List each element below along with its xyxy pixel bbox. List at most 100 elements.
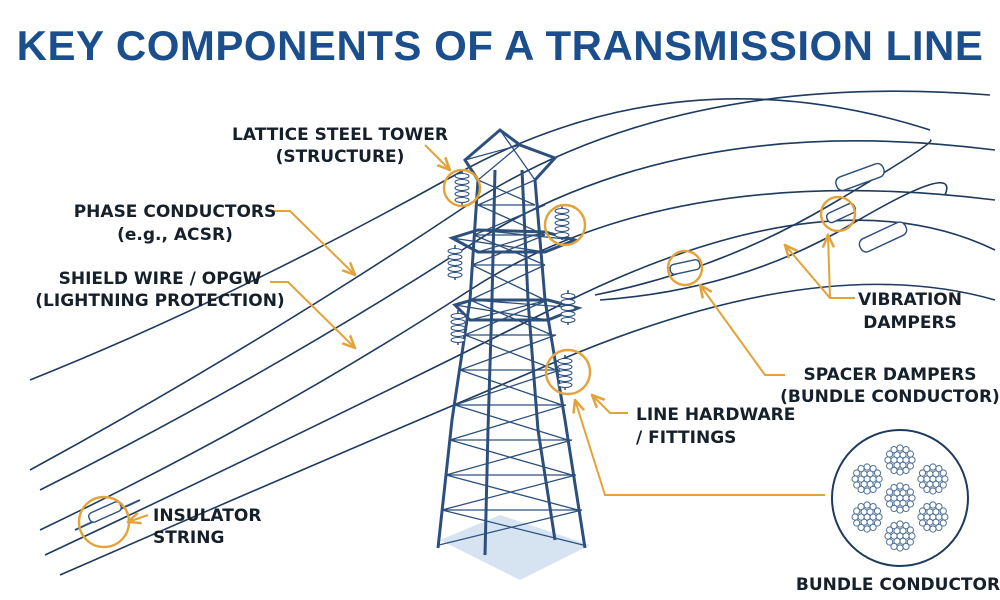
conductor-strand	[896, 482, 904, 490]
conductor-strand	[866, 470, 874, 478]
conductor-strand	[869, 465, 877, 473]
conductor-strand	[902, 446, 910, 454]
conductor-strand	[923, 523, 931, 531]
callout-circle-spacer	[666, 249, 704, 287]
conductor-strand	[893, 461, 901, 469]
conductor-strand	[906, 526, 914, 534]
leader-bundle	[575, 400, 825, 496]
leader-spacer	[700, 285, 785, 376]
conductor-strand	[884, 532, 892, 540]
conductor-strand	[851, 475, 859, 483]
insulator-top-right	[554, 205, 570, 240]
tower-leg-left	[436, 179, 480, 549]
conductor-strand	[851, 513, 859, 521]
label-hardware-1: LINE HARDWARE	[636, 405, 795, 425]
conductor-strand	[886, 500, 894, 508]
conductor-strand	[906, 462, 914, 470]
conductor-strand	[902, 522, 910, 530]
leader-hardware	[592, 395, 628, 414]
label-hardware-2: / FITTINGS	[636, 428, 736, 448]
vibration-damper-fitting	[825, 162, 908, 253]
conductor-strand	[896, 520, 904, 528]
conductor-strand	[853, 469, 861, 477]
insulator-top-left	[454, 170, 470, 205]
conductor-strand	[863, 487, 871, 495]
wire-upper-2	[39, 140, 996, 491]
conductor-strand	[886, 538, 894, 546]
conductor-strand	[908, 456, 916, 464]
wire-upper-1	[29, 90, 991, 471]
conductor-strand	[918, 469, 927, 477]
conductor-strand	[863, 501, 871, 509]
conductor-strand	[939, 481, 947, 489]
spacer-damper-fitting	[669, 259, 701, 275]
conductor-strand	[857, 465, 865, 473]
conductor-strand	[939, 519, 947, 527]
conductor-strand	[863, 525, 871, 533]
conductor-strand	[875, 475, 883, 483]
conductor-strand	[853, 481, 861, 489]
diagram-title: KEY COMPONENTS OF A TRANSMISSION LINE	[16, 22, 984, 69]
wire-bundle-b	[599, 181, 948, 301]
wire-mid-2	[44, 219, 996, 556]
leader-phase	[272, 210, 355, 275]
conductor-strand	[908, 494, 916, 502]
conductor-strand	[926, 518, 934, 526]
insulator-strings	[447, 170, 576, 390]
conductor-strand	[896, 468, 904, 476]
conductor-strand	[941, 513, 949, 521]
leader-insulator	[128, 515, 149, 522]
insulator-low-left	[450, 310, 466, 345]
tower-peak-bracing	[464, 129, 556, 181]
conductor-strand	[884, 494, 892, 502]
conductor-strand	[941, 475, 949, 483]
conductor-strand	[917, 513, 925, 521]
conductor-strand	[890, 542, 898, 550]
tower-crossarm-2-bracing	[454, 299, 579, 321]
conductor-strand	[853, 507, 861, 515]
conductor-strand	[860, 480, 868, 488]
conductor-strand	[902, 542, 910, 550]
conductor-strand	[935, 523, 943, 531]
conductor-strand	[935, 485, 943, 493]
label-phase-2: (e.g., ACSR)	[117, 225, 233, 245]
conductor-strand	[875, 513, 883, 521]
conductor-strand	[890, 466, 898, 474]
tower-ground-shadow	[440, 515, 590, 580]
conductor-strand	[929, 525, 937, 533]
tower-crossarm-1-bracing	[451, 229, 576, 253]
conductor-strand	[929, 463, 937, 471]
conductor-strand	[906, 450, 914, 458]
conductor-strand	[857, 523, 865, 531]
insulator-string-inline	[74, 499, 141, 531]
conductor-strand	[896, 444, 904, 452]
conductor-strand	[923, 465, 931, 473]
label-insulator-2: STRING	[153, 528, 224, 548]
label-shield-2: (LIGHTNING PROTECTION)	[35, 291, 284, 311]
conductor-strand	[918, 481, 927, 489]
conductor-strand	[853, 519, 861, 527]
conductor-strand	[902, 484, 910, 492]
leader-vibration-2	[828, 235, 830, 299]
conductor-strand	[932, 470, 940, 478]
conductor-strand	[929, 487, 937, 495]
wire-bundle-a	[594, 139, 932, 296]
conductor-strand	[935, 503, 943, 511]
conductor-strand	[886, 488, 894, 496]
conductor-strand	[906, 538, 914, 546]
bundle-conductor-cross-section	[831, 429, 969, 567]
insulator-low-right	[557, 355, 573, 390]
lattice-tower	[436, 128, 587, 556]
leader-tower	[424, 144, 450, 170]
conductor-strand	[918, 519, 927, 527]
leader-shield	[270, 281, 355, 348]
conductor-strand	[890, 484, 898, 492]
conductor-strand	[896, 506, 904, 514]
label-shield-1: SHIELD WIRE / OPGW	[59, 269, 262, 289]
conductor-strand	[935, 465, 943, 473]
conductor-strand	[902, 504, 910, 512]
label-bundle: BUNDLE CONDUCTOR	[796, 575, 1000, 595]
conductor-strand	[906, 488, 914, 496]
label-vibration-2: DAMPERS	[863, 313, 957, 333]
conductor-strand	[932, 508, 940, 516]
